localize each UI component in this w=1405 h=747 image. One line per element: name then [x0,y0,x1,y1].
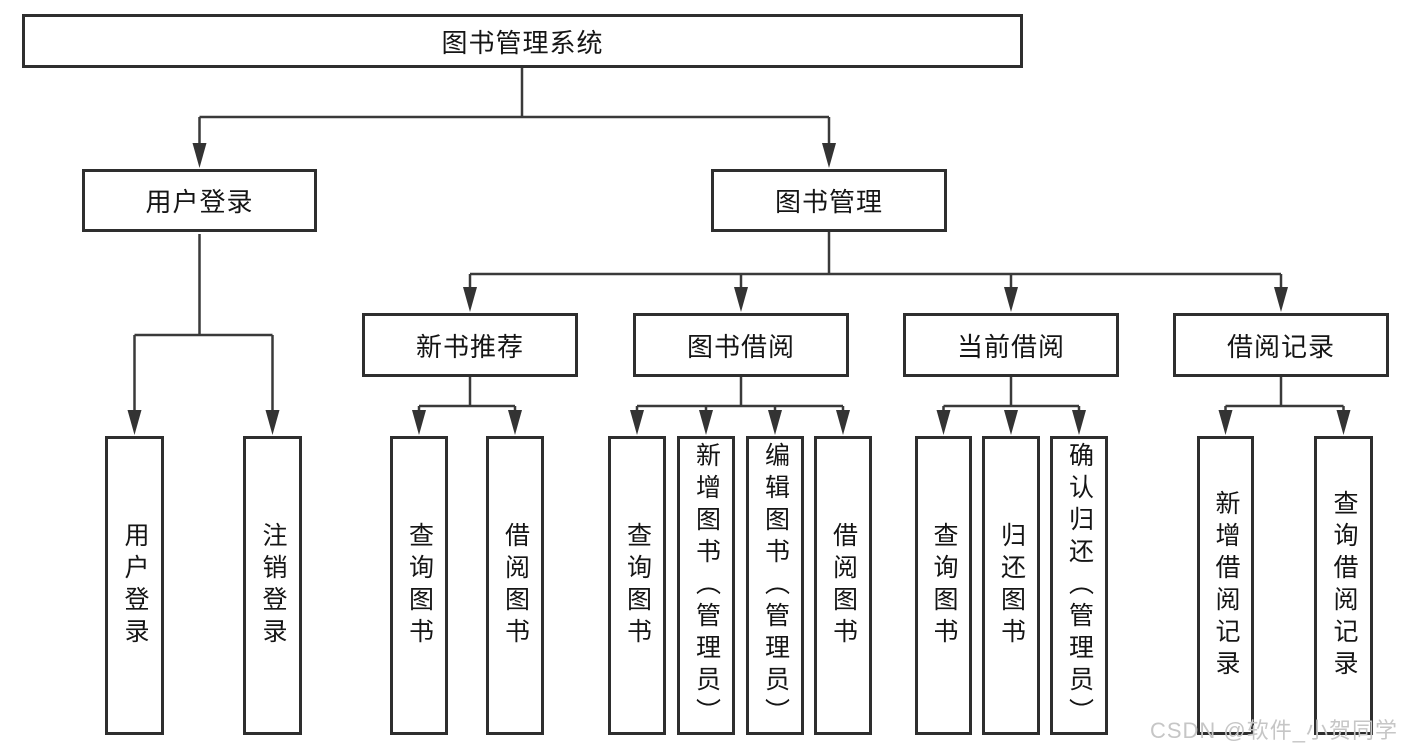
leaf-add-books-admin: 新增图书（管理员） [677,436,735,735]
node-label: 新增图书（管理员） [692,441,721,730]
node-label: 借阅图书 [501,521,530,650]
node-borrowing-records: 借阅记录 [1173,313,1389,377]
node-label: 确认归还（管理员） [1065,441,1094,730]
node-current-borrowing: 当前借阅 [903,313,1119,377]
leaf-borrow-books: 借阅图书 [814,436,872,735]
node-label: 用户登录 [121,521,149,650]
leaf-borrow-books-recommend: 借阅图书 [486,436,544,735]
node-label: 新增借阅记录 [1212,489,1240,682]
node-library-management-system: 图书管理系统 [22,14,1023,68]
node-label: 借阅图书 [829,521,858,650]
node-label: 归还图书 [997,521,1026,650]
node-label: 借阅记录 [1226,331,1335,362]
leaf-confirm-return-admin: 确认归还（管理员） [1050,436,1108,735]
node-book-management: 图书管理 [711,169,947,232]
csdn-watermark: CSDN @软件_小贺同学 [1149,718,1398,743]
leaf-query-books-recommend: 查询图书 [390,436,448,735]
node-label: 新书推荐 [415,331,524,362]
node-label: 图书管理 [774,187,883,217]
node-label: 查询图书 [930,521,958,650]
node-book-borrowing: 图书借阅 [633,313,849,377]
leaf-add-borrow-record: 新增借阅记录 [1197,436,1254,735]
leaf-edit-books-admin: 编辑图书（管理员） [746,436,804,735]
leaf-query-borrow-record: 查询借阅记录 [1314,436,1373,735]
leaf-query-books-borrowing: 查询图书 [608,436,666,735]
node-label: 注销登录 [259,521,287,650]
node-user-login: 用户登录 [82,169,317,232]
node-label: 图书管理系统 [441,27,604,58]
node-label: 查询图书 [623,521,652,650]
node-label: 图书借阅 [686,331,795,362]
leaf-query-books-current: 查询图书 [915,436,972,735]
node-label: 查询图书 [405,521,434,650]
node-label: 编辑图书（管理员） [761,441,790,730]
leaf-user-login: 用户登录 [105,436,164,735]
node-label: 查询借阅记录 [1330,489,1358,682]
node-label: 用户登录 [145,187,254,217]
leaf-logout: 注销登录 [243,436,302,735]
leaf-return-books: 归还图书 [982,436,1040,735]
node-label: 当前借阅 [956,331,1065,362]
node-new-book-recommendation: 新书推荐 [362,313,578,377]
